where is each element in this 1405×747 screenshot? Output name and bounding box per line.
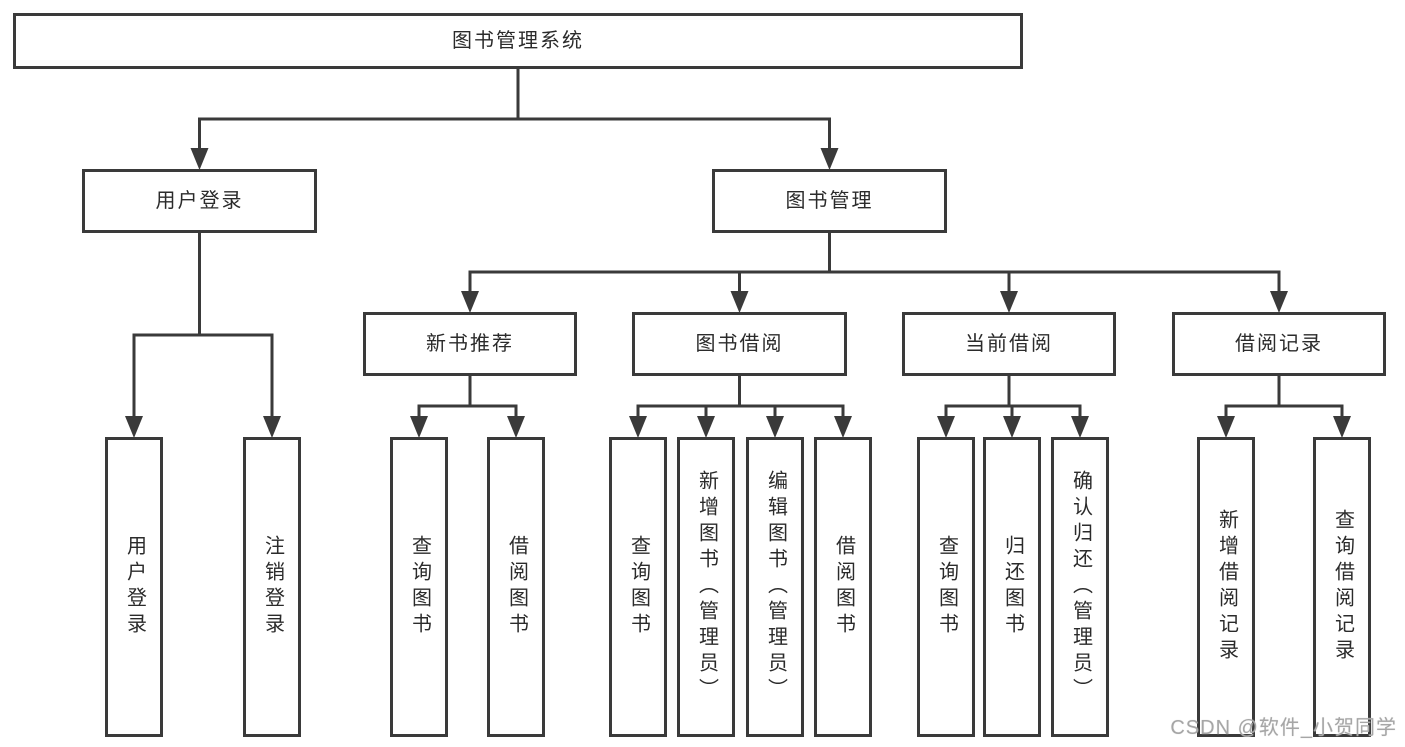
arrowhead-icon <box>820 148 839 170</box>
node-book-borrow: 图书借阅 <box>632 312 847 376</box>
node-user-login: 用户登录 <box>105 437 163 737</box>
watermark-text: CSDN @软件_小贺同学 <box>1170 717 1397 739</box>
node-root: 图书管理系统 <box>13 13 1023 69</box>
node-label-borrow-records: 借阅记录 <box>1235 332 1323 355</box>
arrowhead-icon <box>629 416 647 438</box>
arrowhead-icon <box>937 416 955 438</box>
node-label-bb-add-books: 新增图书（管理员） <box>695 470 718 704</box>
node-label-rec-query-books: 查询图书 <box>408 535 431 639</box>
arrowhead-icon <box>190 148 209 170</box>
node-cb-confirm-return: 确认归还（管理员） <box>1051 437 1109 737</box>
node-bb-query-books: 查询图书 <box>609 437 667 737</box>
node-rec-query-books: 查询图书 <box>390 437 448 737</box>
arrowhead-icon <box>1003 416 1021 438</box>
arrowhead-icon <box>1071 416 1089 438</box>
node-label-cb-confirm-return: 确认归还（管理员） <box>1069 470 1092 704</box>
node-label-rec-borrow-books: 借阅图书 <box>505 535 528 639</box>
node-label-book-mgmt: 图书管理 <box>785 189 874 212</box>
arrowhead-icon <box>263 416 281 438</box>
node-label-user-login: 用户登录 <box>123 535 146 639</box>
node-book-mgmt: 图书管理 <box>712 169 947 233</box>
node-label-cb-query-books: 查询图书 <box>935 535 958 639</box>
arrowhead-icon <box>507 416 525 438</box>
node-label-logout: 注销登录 <box>261 535 284 639</box>
node-new-book-rec: 新书推荐 <box>363 312 577 376</box>
node-label-bb-query-books: 查询图书 <box>627 535 650 639</box>
arrowhead-icon <box>125 416 143 438</box>
node-label-book-borrow: 图书借阅 <box>695 332 784 355</box>
node-label-new-book-rec: 新书推荐 <box>426 332 514 355</box>
node-bb-borrow-books: 借阅图书 <box>814 437 872 737</box>
node-borrow-records: 借阅记录 <box>1172 312 1386 376</box>
arrowhead-icon <box>697 416 715 438</box>
node-br-query-record: 查询借阅记录 <box>1313 437 1371 737</box>
arrowhead-icon <box>461 291 479 313</box>
node-bb-add-books: 新增图书（管理员） <box>677 437 735 737</box>
node-cb-query-books: 查询图书 <box>917 437 975 737</box>
arrowhead-icon <box>410 416 428 438</box>
node-label-current-borrow: 当前借阅 <box>965 332 1053 355</box>
node-user-login-group: 用户登录 <box>82 169 317 233</box>
arrowhead-icon <box>1217 416 1235 438</box>
node-current-borrow: 当前借阅 <box>902 312 1116 376</box>
arrowhead-icon <box>766 416 784 438</box>
arrowhead-icon <box>730 291 749 313</box>
node-label-br-add-record: 新增借阅记录 <box>1215 509 1238 665</box>
node-br-add-record: 新增借阅记录 <box>1197 437 1255 737</box>
node-label-cb-return-books: 归还图书 <box>1001 535 1024 639</box>
node-label-user-login-group: 用户登录 <box>155 189 244 212</box>
node-cb-return-books: 归还图书 <box>983 437 1041 737</box>
node-label-bb-borrow-books: 借阅图书 <box>832 535 855 639</box>
node-label-br-query-record: 查询借阅记录 <box>1331 509 1354 665</box>
node-rec-borrow-books: 借阅图书 <box>487 437 545 737</box>
node-logout: 注销登录 <box>243 437 301 737</box>
node-label-bb-edit-books: 编辑图书（管理员） <box>764 470 787 704</box>
node-bb-edit-books: 编辑图书（管理员） <box>746 437 804 737</box>
arrowhead-icon <box>1000 291 1018 313</box>
arrowhead-icon <box>1333 416 1351 438</box>
node-label-root: 图书管理系统 <box>452 29 584 52</box>
arrowhead-icon <box>834 416 852 438</box>
arrowhead-icon <box>1270 291 1288 313</box>
